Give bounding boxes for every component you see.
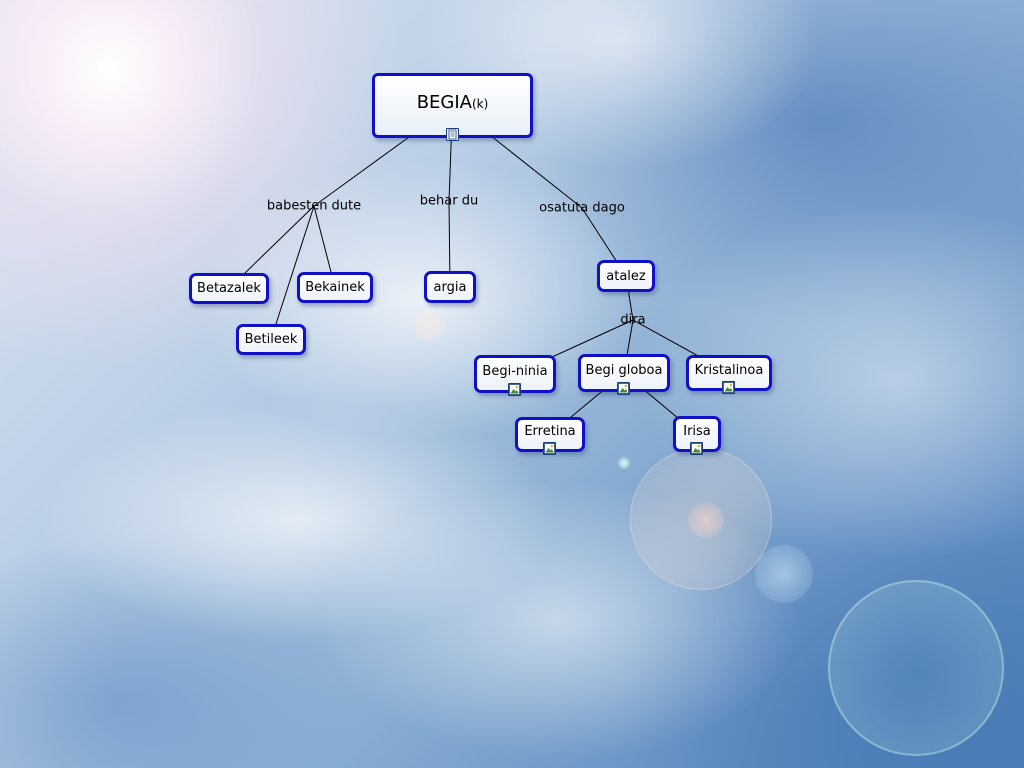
image-icon[interactable] bbox=[617, 382, 630, 395]
image-icon[interactable] bbox=[508, 383, 521, 396]
concept-label: atalez bbox=[606, 268, 646, 284]
concept-atalez[interactable]: atalez bbox=[597, 260, 655, 292]
concept-irisa[interactable]: Irisa bbox=[673, 416, 721, 455]
concept-betazalek[interactable]: Betazalek bbox=[189, 273, 269, 304]
linking-phrase-osatuta-dago[interactable]: osatuta dago bbox=[539, 200, 625, 216]
concept-label: Begi-ninia bbox=[482, 363, 548, 379]
concept-betileek[interactable]: Betileek bbox=[236, 324, 306, 355]
concept-begi-ninia[interactable]: Begi-ninia bbox=[474, 355, 556, 396]
concept-label: Begi globoa bbox=[585, 362, 663, 378]
connection-line-babesten-betileek bbox=[270, 205, 315, 340]
concept-label: Kristalinoa bbox=[694, 362, 764, 378]
concept-root-begia[interactable]: BEGIA(k) bbox=[372, 73, 533, 141]
image-icon[interactable] bbox=[722, 381, 735, 394]
image-icon[interactable] bbox=[690, 442, 703, 455]
concept-label: Betileek bbox=[244, 332, 298, 347]
concept-label: Irisa bbox=[683, 423, 711, 439]
concept-label: Bekainek bbox=[305, 280, 365, 295]
concept-label: BEGIA(k) bbox=[416, 92, 489, 113]
concept-label: Betazalek bbox=[197, 281, 261, 296]
concept-begi-globoa[interactable]: Begi globoa bbox=[578, 354, 670, 395]
concept-erretina[interactable]: Erretina bbox=[515, 417, 585, 455]
linking-phrase-dira[interactable]: dira bbox=[620, 312, 646, 328]
concept-kristalinoa[interactable]: Kristalinoa bbox=[686, 355, 772, 394]
document-icon[interactable] bbox=[445, 128, 459, 141]
concept-label: Erretina bbox=[524, 424, 576, 439]
linking-phrase-behar-du[interactable]: behar du bbox=[419, 193, 479, 209]
image-icon[interactable] bbox=[543, 442, 556, 455]
concept-bekainek[interactable]: Bekainek bbox=[297, 272, 373, 303]
concept-argia[interactable]: argia bbox=[424, 271, 476, 303]
linking-phrase-babesten-dute[interactable]: babesten dute bbox=[266, 198, 362, 214]
concept-label: argia bbox=[433, 279, 467, 295]
